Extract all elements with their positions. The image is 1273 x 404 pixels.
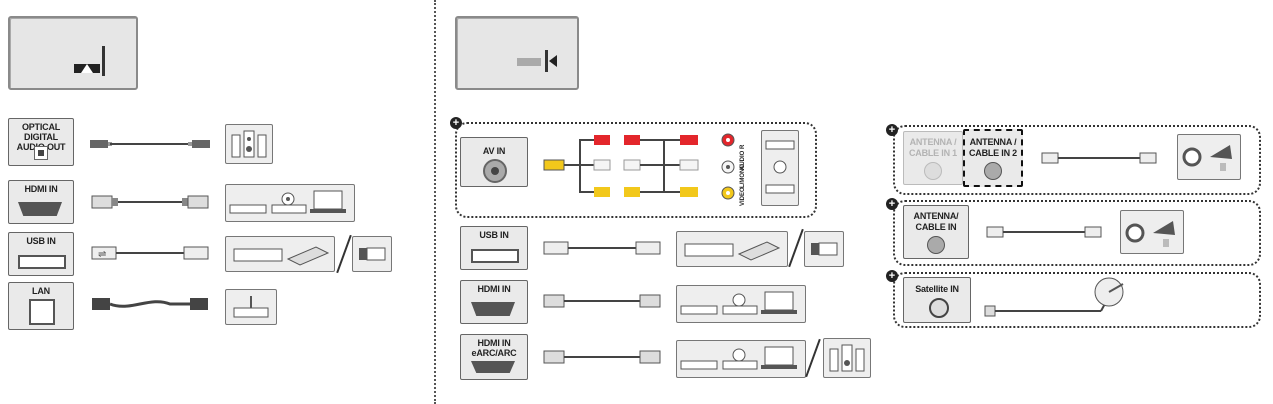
antenna1-label-1: ANTENNA / [909, 137, 957, 147]
av-devices-2 [676, 285, 806, 323]
hdmi-label: HDMI IN [24, 184, 58, 194]
antenna-label-2: CABLE IN [915, 222, 957, 232]
audio-out-icon [74, 46, 105, 76]
av-jack [483, 159, 507, 183]
audio-in-icon [517, 50, 557, 72]
antenna-jack-1 [924, 162, 942, 180]
panel-divider [434, 0, 436, 404]
antenna-optional-group [893, 200, 1261, 266]
av-label-video: VIDEO [740, 187, 746, 206]
antenna-cable-in-port: ANTENNA/ CABLE IN [903, 205, 969, 259]
av-in-port: AV IN [460, 137, 528, 187]
satellite-in-port: Satellite IN [903, 277, 971, 323]
dvd-player-icon [680, 346, 797, 370]
optical-cable-icon [90, 140, 210, 148]
lan-jack [29, 299, 55, 325]
svg-text:⇌: ⇌ [98, 249, 106, 260]
usb-cable-icon: ⇌ [91, 246, 209, 260]
antenna1-label-2: CABLE IN 1 [908, 148, 957, 158]
usb-in-port: USB IN [8, 232, 74, 276]
optical-label: OPTICAL DIGITAL AUDIO OUT [16, 122, 66, 152]
optical-audio-out-port: OPTICAL DIGITAL AUDIO OUT [8, 118, 74, 166]
dvd-player-icon [765, 140, 795, 194]
or-separator [336, 234, 352, 274]
hdmi-in-port-2: HDMI IN [460, 280, 528, 324]
antenna2-label-1: ANTENNA / [969, 137, 1017, 147]
av-devices-3 [676, 340, 806, 378]
or-separator-2 [788, 228, 804, 268]
antenna-label-1: ANTENNA/ [913, 211, 959, 221]
av-devices [225, 184, 355, 222]
av-source-device [761, 130, 799, 206]
hdd-icon [684, 241, 781, 261]
hdmi-earc-label-2: eARC/ARC [471, 348, 517, 358]
dvd-player-icon [229, 190, 346, 214]
satellite-optional-group [893, 272, 1261, 328]
speaker-icon [829, 344, 865, 372]
lan-port: LAN [8, 282, 74, 330]
antenna-jack-2 [984, 162, 1002, 180]
satellite-label: Satellite IN [915, 284, 959, 294]
hdmi-jack-2 [471, 302, 515, 316]
hdmi-label-2: HDMI IN [477, 284, 511, 294]
tv-back-panel-middle [455, 16, 579, 90]
antenna-device [1177, 134, 1241, 180]
or-separator-3 [805, 338, 821, 378]
hdmi-earc-label-1: HDMI IN [477, 338, 511, 348]
antenna2-label-2: CABLE IN 2 [968, 148, 1017, 158]
av-in-optional-group [455, 122, 817, 218]
plus-icon: + [886, 270, 898, 282]
router-device [225, 289, 277, 325]
coax-cable-icon [1041, 152, 1157, 164]
antenna-jack [927, 236, 945, 254]
hdmi-cable-icon-2 [543, 294, 661, 308]
rca-jack-icon [721, 133, 735, 200]
speaker-icon [231, 130, 267, 158]
antenna-icon [1125, 221, 1175, 247]
hdmi-jack [18, 202, 62, 216]
rca-cable-icon [543, 135, 699, 197]
router-icon [233, 296, 269, 318]
hdmi-jack-3 [471, 361, 515, 373]
av-label-l-mono: L/MONO [740, 164, 746, 188]
usb-storage-devices-2 [676, 231, 788, 267]
hdmi-cable-icon [91, 195, 209, 209]
hdmi-in-port: HDMI IN [8, 180, 74, 224]
tv-back-panel-left [8, 16, 138, 90]
satellite-cable-icon [984, 277, 1124, 317]
coax-cable-icon [986, 226, 1102, 238]
lan-cable-icon [92, 298, 208, 310]
usb-storage-devices [225, 236, 335, 272]
lan-label: LAN [32, 286, 50, 296]
plus-icon: + [886, 124, 898, 136]
antenna-cable-in-1-port: ANTENNA / CABLE IN 1 [903, 131, 963, 185]
usb-label-2: USB IN [479, 230, 509, 240]
antenna-cable-in-2-port: ANTENNA / CABLE IN 2 [963, 129, 1023, 187]
usb-jack [18, 255, 66, 269]
av-in-label: AV IN [482, 146, 506, 156]
antenna-dual-optional-group [893, 125, 1261, 195]
hdd-icon [233, 246, 330, 266]
antenna-device-2 [1120, 210, 1184, 254]
usb-stick-icon [811, 242, 838, 256]
antenna-icon [1182, 145, 1232, 171]
usb-label: USB IN [26, 236, 56, 246]
plus-icon: + [450, 117, 462, 129]
hdmi-cable-icon-3 [543, 350, 661, 364]
usb-jack-2 [471, 249, 519, 263]
dvd-player-icon [680, 291, 797, 315]
optical-jack [34, 146, 48, 160]
usb-in-port-2: USB IN [460, 226, 528, 270]
usb-stick-device-2 [804, 231, 844, 267]
speaker-device-2 [823, 338, 871, 378]
usb-stick-device [352, 236, 392, 272]
usb-cable-icon-2 [543, 241, 661, 255]
satellite-jack [929, 298, 949, 318]
usb-stick-icon [359, 247, 386, 261]
hdmi-earc-port: HDMI IN eARC/ARC [460, 334, 528, 380]
speaker-device [225, 124, 273, 164]
plus-icon: + [886, 198, 898, 210]
